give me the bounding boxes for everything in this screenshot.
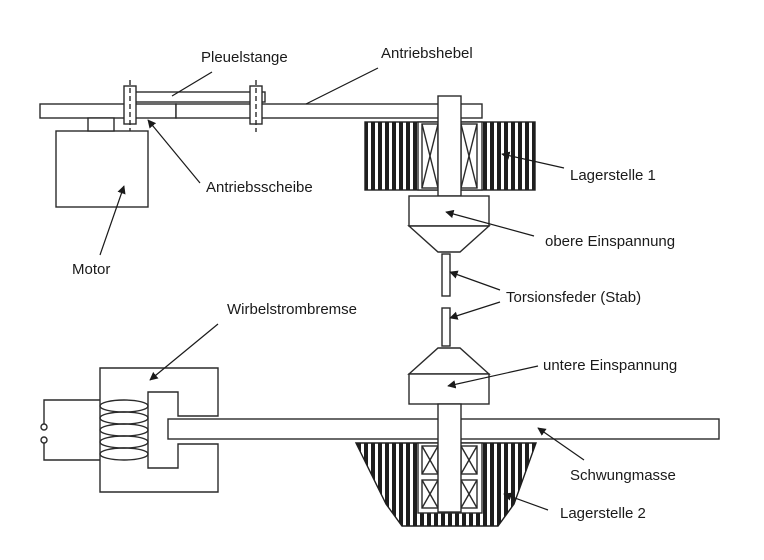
eddy-current-brake — [40, 367, 219, 493]
label-obere-einspannung: obere Einspannung — [545, 233, 676, 250]
label-torsionsfeder: Torsionsfeder (Stab) — [506, 289, 642, 306]
rod-pin-right — [249, 80, 263, 132]
brake-coil — [99, 399, 149, 461]
drive-lever — [175, 103, 483, 119]
label-untere-einspannung: untere Einspannung — [543, 357, 678, 374]
leader-obere-einspannung — [445, 209, 535, 237]
label-schwungmasse: Schwungmasse — [570, 467, 676, 484]
torsion-rod-lower — [441, 307, 451, 347]
label-lagerstelle1: Lagerstelle 1 — [570, 167, 656, 184]
leader-lagerstelle1 — [501, 151, 565, 169]
leader-pleuelstange — [171, 71, 213, 97]
leader-schwungmasse — [537, 427, 585, 461]
leader-untere-einspannung — [447, 365, 539, 389]
leader-antriebshebel — [305, 67, 379, 105]
leader-wirbelstrombremse — [149, 323, 219, 381]
label-lagerstelle2: Lagerstelle 2 — [560, 505, 646, 522]
upper-clamp — [407, 195, 491, 253]
connecting-rod — [124, 91, 266, 103]
leader-torsion-2 — [449, 301, 501, 320]
motor-shaft — [87, 117, 115, 132]
label-pleuelstange: Pleuelstange — [201, 49, 288, 66]
upper-shaft — [437, 95, 462, 197]
leader-torsion-1 — [449, 270, 501, 291]
label-motor: Motor — [72, 261, 111, 278]
label-antriebsscheibe: Antriebsscheibe — [206, 179, 313, 196]
motor — [55, 130, 149, 208]
leader-antriebsscheibe — [147, 119, 201, 184]
drive-disc — [39, 103, 177, 119]
lower-shaft — [437, 403, 462, 513]
leader-lagerstelle2 — [503, 492, 549, 511]
rod-pin-left — [123, 80, 137, 132]
torsion-rod-upper — [441, 253, 451, 297]
label-antriebshebel: Antriebshebel — [381, 45, 473, 62]
lower-clamp — [407, 347, 491, 405]
leader-motor — [99, 185, 126, 256]
label-wirbelstrombremse: Wirbelstrombremse — [227, 301, 358, 318]
